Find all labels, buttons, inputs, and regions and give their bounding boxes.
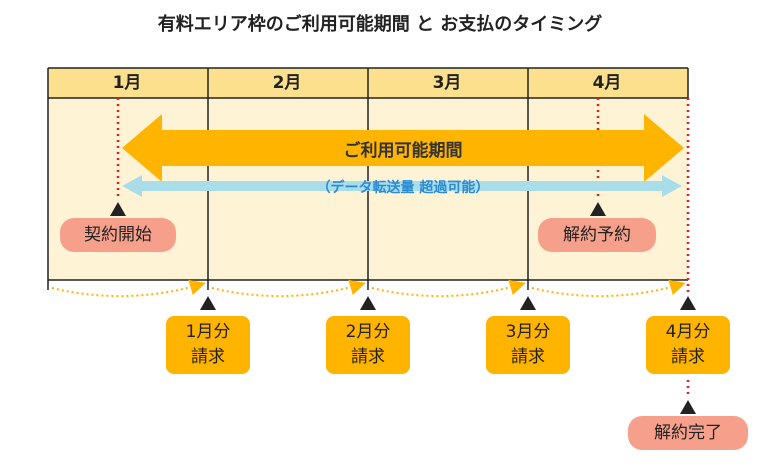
bill-marker-4 (680, 296, 696, 310)
contract-start-badge: 契約開始 (60, 218, 176, 252)
diagram-title: 有料エリア枠のご利用可能期間 と お支払のタイミング (157, 14, 603, 35)
billing-label-2: 請求 (351, 347, 385, 367)
contract-start-marker (110, 202, 126, 216)
usage-period-label: ご利用可能期間 (343, 141, 463, 161)
billing-curve-1 (51, 279, 206, 298)
cancel-complete-badge: 解約完了 (628, 416, 748, 450)
billing-month-3: 3月分 (505, 322, 551, 342)
cancel-reserve-badge: 解約予約 (538, 218, 656, 252)
billing-label-4: 請求 (671, 347, 705, 367)
bill-marker-1 (200, 296, 216, 310)
cancel-reserve-marker (590, 202, 606, 216)
billing-label-1: 請求 (191, 347, 225, 367)
billing-box-2: 2月分 請求 (326, 316, 410, 374)
month-label-apr: 4月 (592, 73, 622, 93)
month-label-jan: 1月 (112, 73, 142, 93)
month-label-mar: 3月 (432, 73, 462, 93)
billing-month-2: 2月分 (345, 322, 391, 342)
billing-box-4: 4月分 請求 (646, 316, 730, 374)
billing-month-4: 4月分 (665, 322, 711, 342)
bill-marker-3 (520, 296, 536, 310)
billing-curve-4 (531, 279, 686, 298)
billing-box-3: 3月分 請求 (486, 316, 570, 374)
transfer-note-label: （データ転送量 超過可能） (316, 180, 490, 196)
billing-month-1: 1月分 (185, 322, 231, 342)
bill-marker-2 (360, 296, 376, 310)
billing-label-3: 請求 (511, 347, 545, 367)
month-label-feb: 2月 (272, 73, 302, 93)
billing-curve-3 (371, 279, 526, 298)
cancel-complete-marker (680, 400, 696, 414)
billing-box-1: 1月分 請求 (166, 316, 250, 374)
usage-period-arrow (122, 114, 684, 182)
billing-curve-2 (211, 279, 366, 298)
transfer-arrow (122, 175, 682, 197)
